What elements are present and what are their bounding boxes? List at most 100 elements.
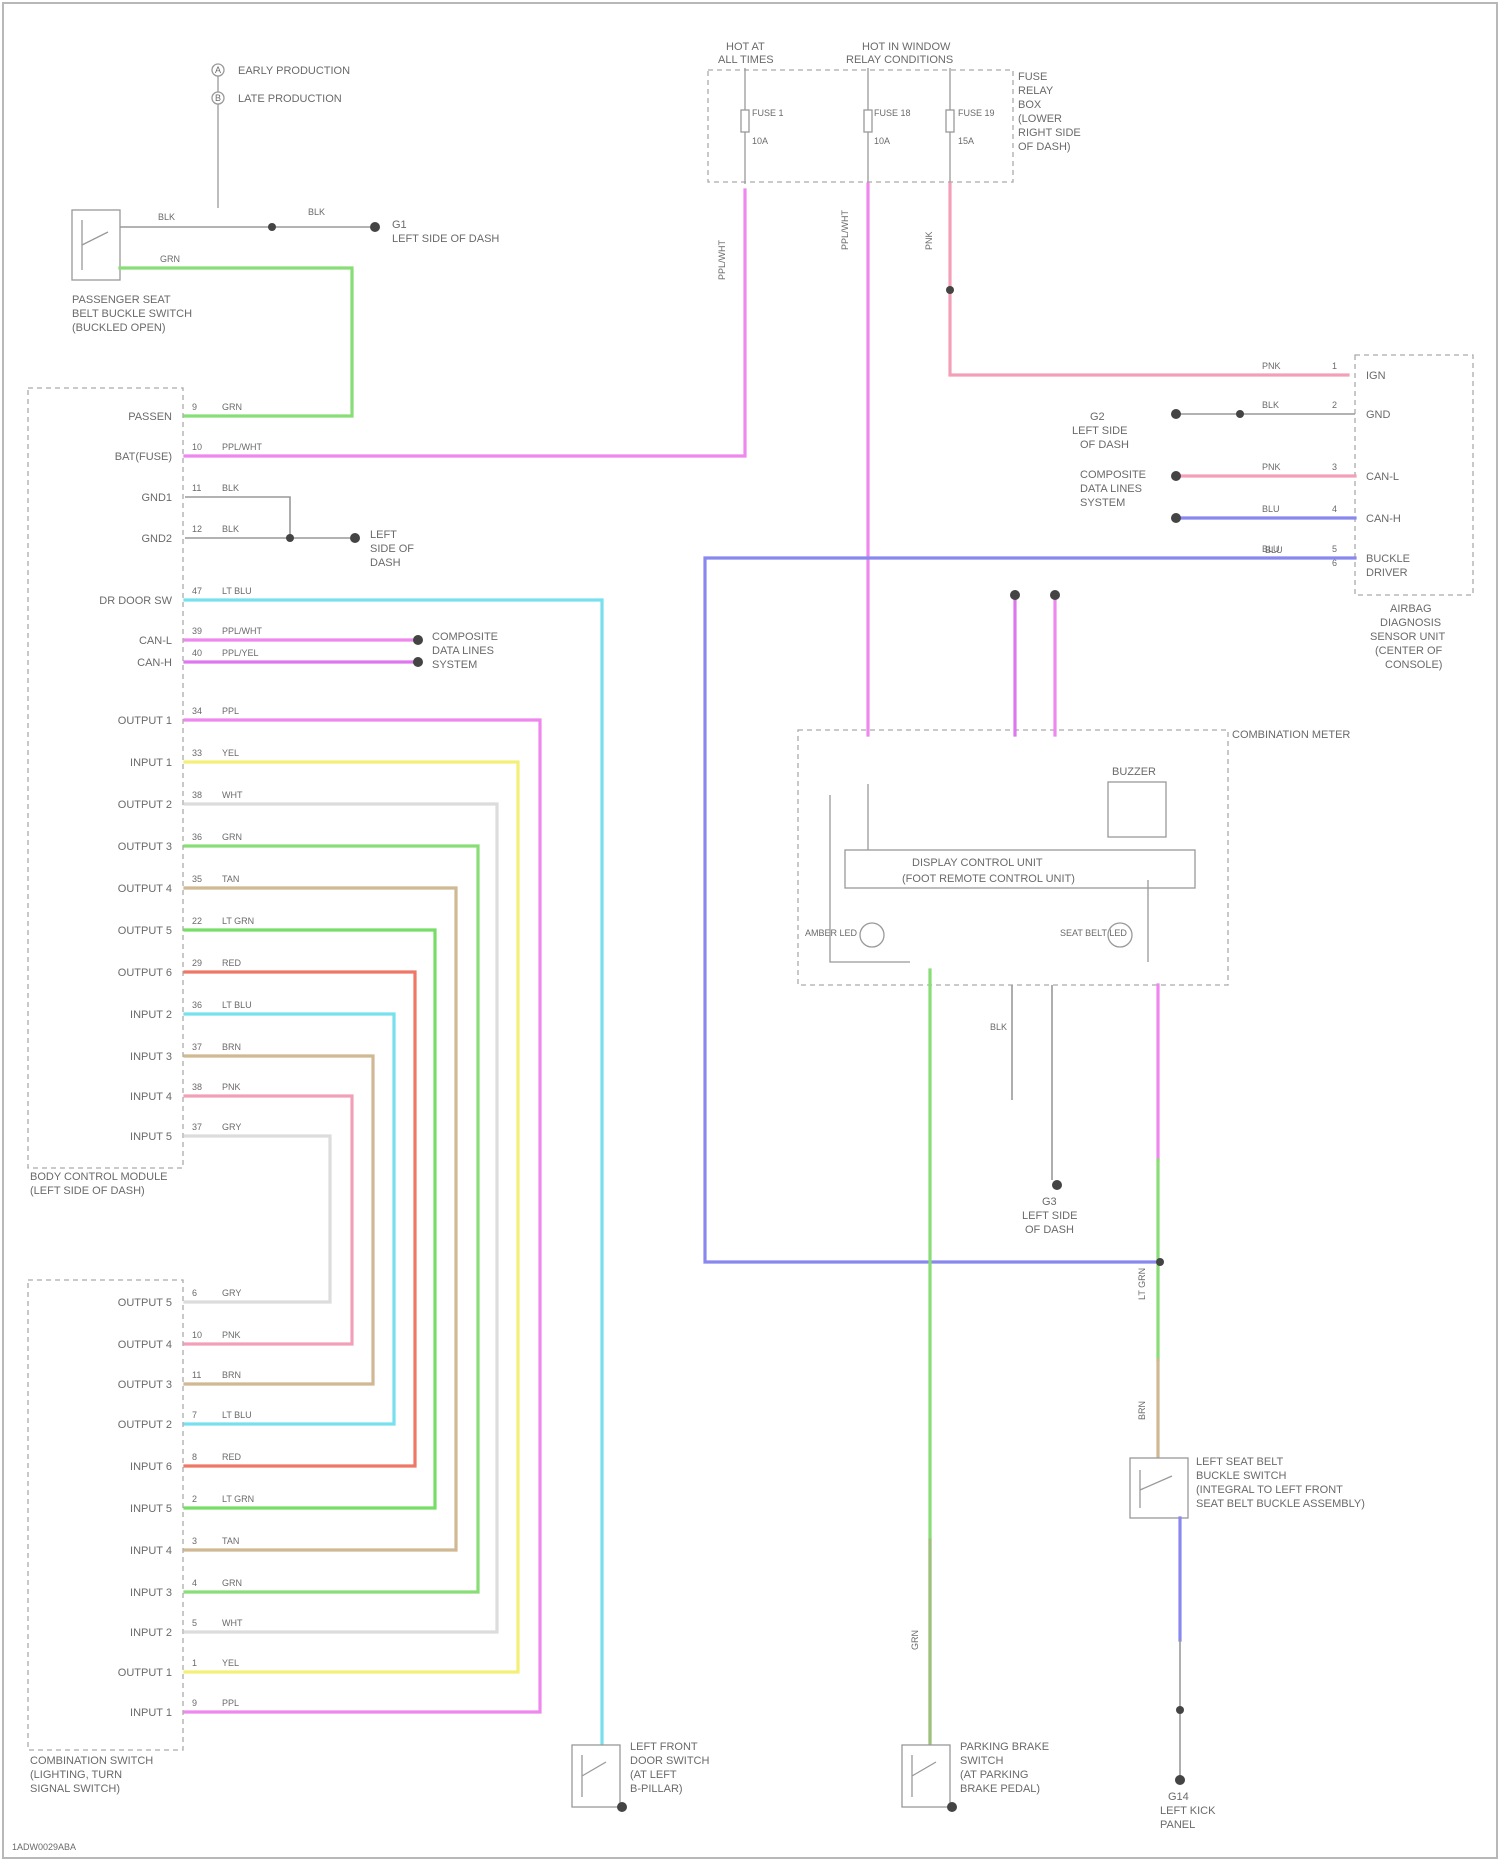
legend: A EARLY PRODUCTION B LATE PRODUCTION	[212, 64, 350, 208]
bcm-pin-list: PASSEN9GRNBAT(FUSE)10PPL/WHTGND111BLKGND…	[99, 402, 262, 1143]
data-link-label-3: SYSTEM	[432, 659, 477, 671]
bcm-wire-color: BLK	[222, 483, 239, 493]
bcm-pin-number: 39	[192, 626, 202, 636]
meter-label: COMBINATION METER	[1232, 729, 1350, 741]
amber-led-label: AMBER LED	[805, 928, 858, 938]
buzzer-label: BUZZER	[1112, 766, 1156, 778]
bcm-pin-number: 37	[192, 1042, 202, 1052]
bcm-pin-number: 40	[192, 648, 202, 658]
parking-brake-switch: PARKING BRAKE SWITCH (AT PARKING BRAKE P…	[902, 1741, 1049, 1812]
bcm-wires: LEFT SIDE OF DASH COMPOSITE DATA LINES S…	[120, 190, 745, 1750]
wire-label-dk-grn: GRN	[910, 1630, 920, 1650]
cs-pin-label: INPUT 3	[130, 1587, 172, 1599]
cs-pin-number: 10	[192, 1330, 202, 1340]
legend-label-early: EARLY PRODUCTION	[238, 65, 350, 77]
driver-seat-belt-buckle: LEFT SEAT BELT BUCKLE SWITCH (INTEGRAL T…	[1130, 1456, 1365, 1518]
fuse-19-icon	[946, 110, 954, 132]
wire-label-blk-1: BLK	[158, 212, 175, 222]
fuse-input-1-sub: ALL TIMES	[718, 54, 774, 66]
parking-brake-label-3: (AT PARKING	[960, 1769, 1028, 1781]
g14-label-3: PANEL	[1160, 1819, 1195, 1831]
fuse-box-label-3: BOX	[1018, 99, 1042, 111]
g3-label-2: LEFT SIDE	[1022, 1210, 1077, 1222]
fuse-19-amp: 15A	[958, 136, 974, 146]
left-ground-label-1: LEFT	[370, 529, 397, 541]
cs-pin-label: OUTPUT 4	[118, 1339, 172, 1351]
door-switch-label-4: B-PILLAR)	[630, 1783, 683, 1795]
airbag-wire-color: PNK	[1262, 361, 1281, 371]
combination-meter: COMBINATION METER DISPLAY CONTROL UNIT (…	[798, 729, 1350, 985]
bcm-wire-color: PNK	[222, 1082, 241, 1092]
g14-label-1: G14	[1168, 1791, 1189, 1803]
airbag-pin-label: IGN	[1366, 370, 1386, 382]
left-ground-label-3: DASH	[370, 557, 401, 569]
airbag-wire-color: PNK	[1262, 462, 1281, 472]
seat-belt-led-label: SEAT BELT LED	[1060, 928, 1127, 938]
bcm-pin-label: INPUT 2	[130, 1009, 172, 1021]
bcm-label-2: (LEFT SIDE OF DASH)	[30, 1185, 145, 1197]
display-control-label: DISPLAY CONTROL UNIT	[912, 857, 1043, 869]
fuse-18-label: FUSE 18	[874, 108, 911, 118]
bcm-pin-number: 47	[192, 586, 202, 596]
bcm-pin-label: OUTPUT 5	[118, 925, 172, 937]
bcm-pin-number: 36	[192, 832, 202, 842]
cs-pin-label: INPUT 2	[130, 1627, 172, 1639]
wire-pnk-loop	[185, 1096, 352, 1344]
wire-brn-loop	[185, 1056, 373, 1384]
cs-pin-label: OUTPUT 5	[118, 1297, 172, 1309]
g1-label: G1	[392, 219, 407, 231]
bcm-pin-label: OUTPUT 3	[118, 841, 172, 853]
parking-brake-switch-icon	[902, 1745, 950, 1807]
buzzer-icon	[1108, 782, 1166, 837]
buckle-label-3: (BUCKLED OPEN)	[72, 322, 166, 334]
cs-pin-number: 7	[192, 1410, 197, 1420]
fuse-box-label-6: OF DASH)	[1018, 141, 1071, 153]
cs-wire-color: YEL	[222, 1658, 239, 1668]
airbag-pin-number: 4	[1332, 504, 1337, 514]
fuse-input-1-name: HOT AT	[726, 41, 765, 53]
cs-label-2: (LIGHTING, TURN	[30, 1769, 122, 1781]
airbag-label-3: SENSOR UNIT	[1370, 631, 1445, 643]
cs-pin-label: INPUT 1	[130, 1707, 172, 1719]
legend-label-late: LATE PRODUCTION	[238, 93, 342, 105]
bcm-pin-number: 38	[192, 790, 202, 800]
parking-brake-label-2: SWITCH	[960, 1755, 1003, 1767]
airbag-diagnosis-unit: IGN1PNKGND2BLKCAN-L3PNKCAN-H4BLUBUCKLE5B…	[1262, 355, 1473, 671]
cs-pin-number: 6	[192, 1288, 197, 1298]
bcm-pin-number: 11	[192, 483, 201, 493]
fuse-input-2-name: HOT IN WINDOW	[862, 41, 951, 53]
amber-led-icon	[860, 923, 884, 947]
cs-pin-label: INPUT 6	[130, 1461, 172, 1473]
fuse-box-label-4: (LOWER	[1018, 113, 1062, 125]
cs-pin-label: OUTPUT 2	[118, 1419, 172, 1431]
bcm-pin-label: PASSEN	[128, 411, 172, 423]
bcm-wire-color: BLK	[222, 524, 239, 534]
bcm-wire-color: PPL/WHT	[222, 626, 263, 636]
buckle-label-1: PASSENGER SEAT	[72, 294, 171, 306]
parking-brake-label-1: PARKING BRAKE	[960, 1741, 1049, 1753]
g14-label-2: LEFT KICK	[1160, 1805, 1216, 1817]
g3-label-3: OF DASH	[1025, 1224, 1074, 1236]
data-link-label-2: DATA LINES	[432, 645, 494, 657]
airbag-pin-number: 5	[1332, 544, 1337, 554]
cs-label-3: SIGNAL SWITCH)	[30, 1783, 120, 1795]
driver-buckle-switch-icon	[1130, 1458, 1188, 1518]
bcm-wire-color: GRY	[222, 1122, 241, 1132]
wire-gry-loop	[185, 1136, 330, 1302]
cs-pin-label: OUTPUT 3	[118, 1379, 172, 1391]
cs-pin-number: 11	[192, 1370, 201, 1380]
wire-pnk-airbag	[950, 184, 1348, 375]
cs-wire-color: PPL	[222, 1698, 239, 1708]
cs-label-1: COMBINATION SWITCH	[30, 1755, 153, 1767]
wire-label-brn: BRN	[1137, 1401, 1147, 1420]
airbag-label-1: AIRBAG	[1390, 603, 1432, 615]
cs-pin-number: 4	[192, 1578, 197, 1588]
g2-ground-icon	[1171, 409, 1181, 419]
cs-wire-color: PNK	[222, 1330, 241, 1340]
buckle-label-2: BELT BUCKLE SWITCH	[72, 308, 192, 320]
bcm-wire-color: BRN	[222, 1042, 241, 1052]
bcm-pin-label: CAN-H	[137, 657, 172, 669]
fuse-18-icon	[864, 110, 872, 132]
